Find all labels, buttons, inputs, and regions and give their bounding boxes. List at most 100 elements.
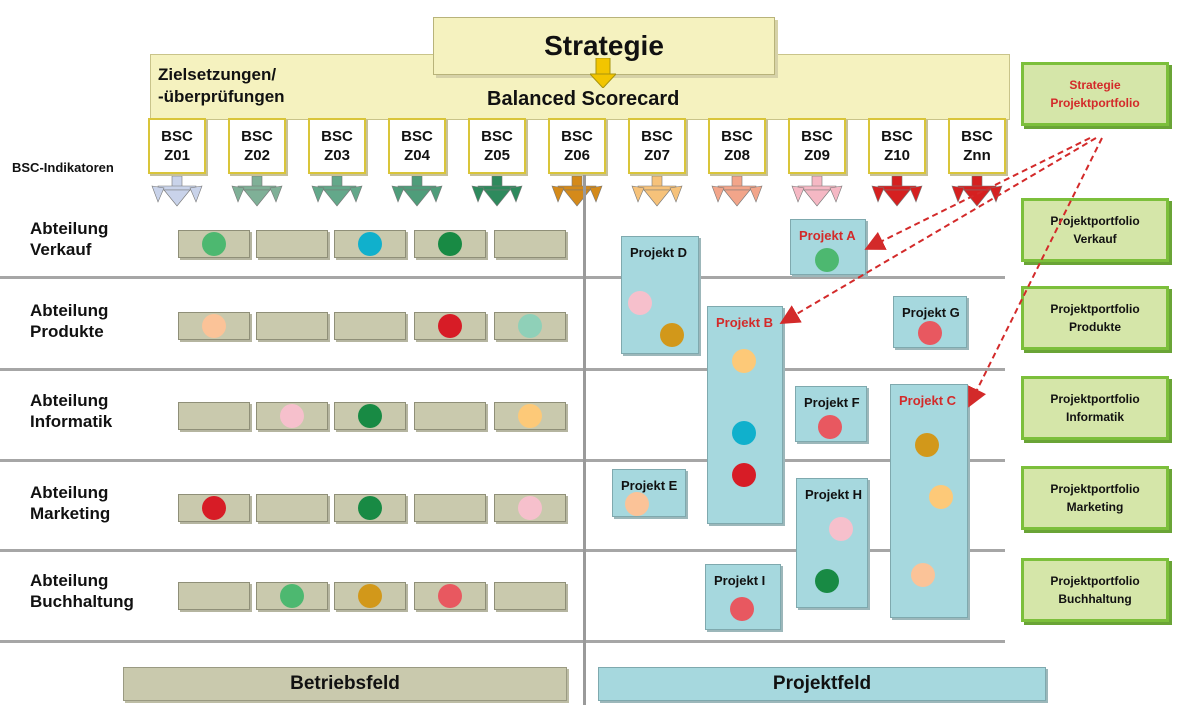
operations-cell — [256, 582, 328, 610]
bsc-indicator-line-2: Z06 — [564, 147, 590, 164]
project-card: Projekt E — [612, 469, 686, 517]
project-card: Projekt B — [707, 306, 783, 524]
indicator-dot — [815, 248, 839, 272]
bsc-spread-arrow-icon — [391, 176, 443, 207]
operations-cell — [334, 312, 406, 340]
bsc-indicator-line-1: BSC — [641, 128, 673, 145]
bsc-spread-arrow-icon — [151, 176, 203, 207]
project-card: Projekt C — [890, 384, 968, 618]
bsc-indicator-line-2: Z05 — [484, 147, 510, 164]
portfolio-label-line-1: Projektportfolio — [1050, 302, 1140, 316]
bsc-indicator-line-1: BSC — [321, 128, 353, 145]
project-card: Projekt H — [796, 478, 868, 608]
portfolio-label-line-1: Projektportfolio — [1050, 574, 1140, 588]
operations-cell — [178, 494, 250, 522]
operations-cell — [494, 402, 566, 430]
operations-cell — [414, 582, 486, 610]
portfolio-label-line-2: Buchhaltung — [1058, 592, 1132, 606]
project-title: Projekt H — [805, 487, 863, 502]
operations-cell — [414, 402, 486, 430]
bsc-indicator-box: BSC Z08 — [708, 118, 766, 174]
project-card: Projekt D — [621, 236, 699, 354]
operations-cell — [256, 402, 328, 430]
operations-cell — [334, 494, 406, 522]
department-label-line-1: Abteilung — [30, 571, 109, 590]
department-label-line-2: Verkauf — [30, 240, 92, 259]
department-label-line-1: Abteilung — [30, 219, 109, 238]
department-label-line-2: Informatik — [30, 412, 113, 431]
indicator-dot — [911, 563, 935, 587]
operations-cell — [414, 494, 486, 522]
project-title: Projekt B — [716, 315, 774, 330]
indicator-dot — [660, 323, 684, 347]
operations-cell — [494, 494, 566, 522]
project-card: Projekt F — [795, 386, 867, 442]
bsc-spread-arrow-icon — [711, 176, 763, 207]
bsc-indicator-line-2: Z08 — [724, 147, 750, 164]
department-label-line-1: Abteilung — [30, 301, 109, 320]
strategy-down-arrow-icon — [590, 58, 616, 88]
bsc-indicator-line-1: BSC — [481, 128, 513, 145]
portfolio-label-line-1: Projektportfolio — [1050, 392, 1140, 406]
scorecard-title: Balanced Scorecard — [487, 88, 680, 110]
operations-cell — [414, 312, 486, 340]
indicator-dot — [202, 232, 226, 256]
operations-cell — [334, 230, 406, 258]
indicator-dot — [358, 404, 382, 428]
bsc-indicator-line-2: Z04 — [404, 147, 430, 164]
row-divider — [0, 640, 1005, 643]
operations-cell — [494, 230, 566, 258]
operations-cell — [178, 582, 250, 610]
indicator-dot — [438, 584, 462, 608]
indicator-dot — [358, 232, 382, 256]
indicator-dot — [438, 232, 462, 256]
operations-cell — [178, 230, 250, 258]
project-title: Projekt G — [902, 305, 960, 320]
bsc-indicator-line-2: Z02 — [244, 147, 270, 164]
indicator-dot — [280, 404, 304, 428]
row-divider — [0, 368, 1005, 371]
row-divider — [0, 549, 1005, 552]
bsc-indicators-label: BSC-Indikatoren — [12, 160, 114, 175]
bsc-indicator-box: BSC Z05 — [468, 118, 526, 174]
bsc-indicator-line-1: BSC — [161, 128, 193, 145]
bsc-indicator-line-1: BSC — [401, 128, 433, 145]
indicator-dot — [438, 314, 462, 338]
portfolio-label-line-2: Produkte — [1068, 320, 1121, 334]
bsc-indicator-line-1: BSC — [721, 128, 753, 145]
indicator-dot — [818, 415, 842, 439]
operations-cell — [178, 402, 250, 430]
indicator-dot — [518, 314, 542, 338]
project-card: Projekt G — [893, 296, 967, 348]
operations-cell — [494, 312, 566, 340]
department-label-line-2: Produkte — [30, 322, 104, 341]
operations-cell — [256, 494, 328, 522]
indicator-dot — [929, 485, 953, 509]
project-title: Projekt F — [804, 395, 860, 410]
portfolio-label-line-2: Informatik — [1065, 410, 1124, 424]
indicator-dot — [732, 421, 756, 445]
indicator-dot — [915, 433, 939, 457]
bsc-indicator-line-2: Znn — [963, 147, 991, 164]
portfolio-label-line-1: Projektportfolio — [1050, 482, 1140, 496]
operations-cell — [256, 312, 328, 340]
bsc-spread-arrow-icon — [951, 176, 1003, 207]
project-field-label: Projektfeld — [598, 667, 1046, 701]
indicator-dot — [815, 569, 839, 593]
portfolio-label-line-1: Strategie — [1069, 78, 1121, 92]
field-divider — [583, 175, 586, 705]
indicator-dot — [202, 496, 226, 520]
project-card: Projekt A — [790, 219, 866, 275]
bsc-indicator-box: BSC Z04 — [388, 118, 446, 174]
